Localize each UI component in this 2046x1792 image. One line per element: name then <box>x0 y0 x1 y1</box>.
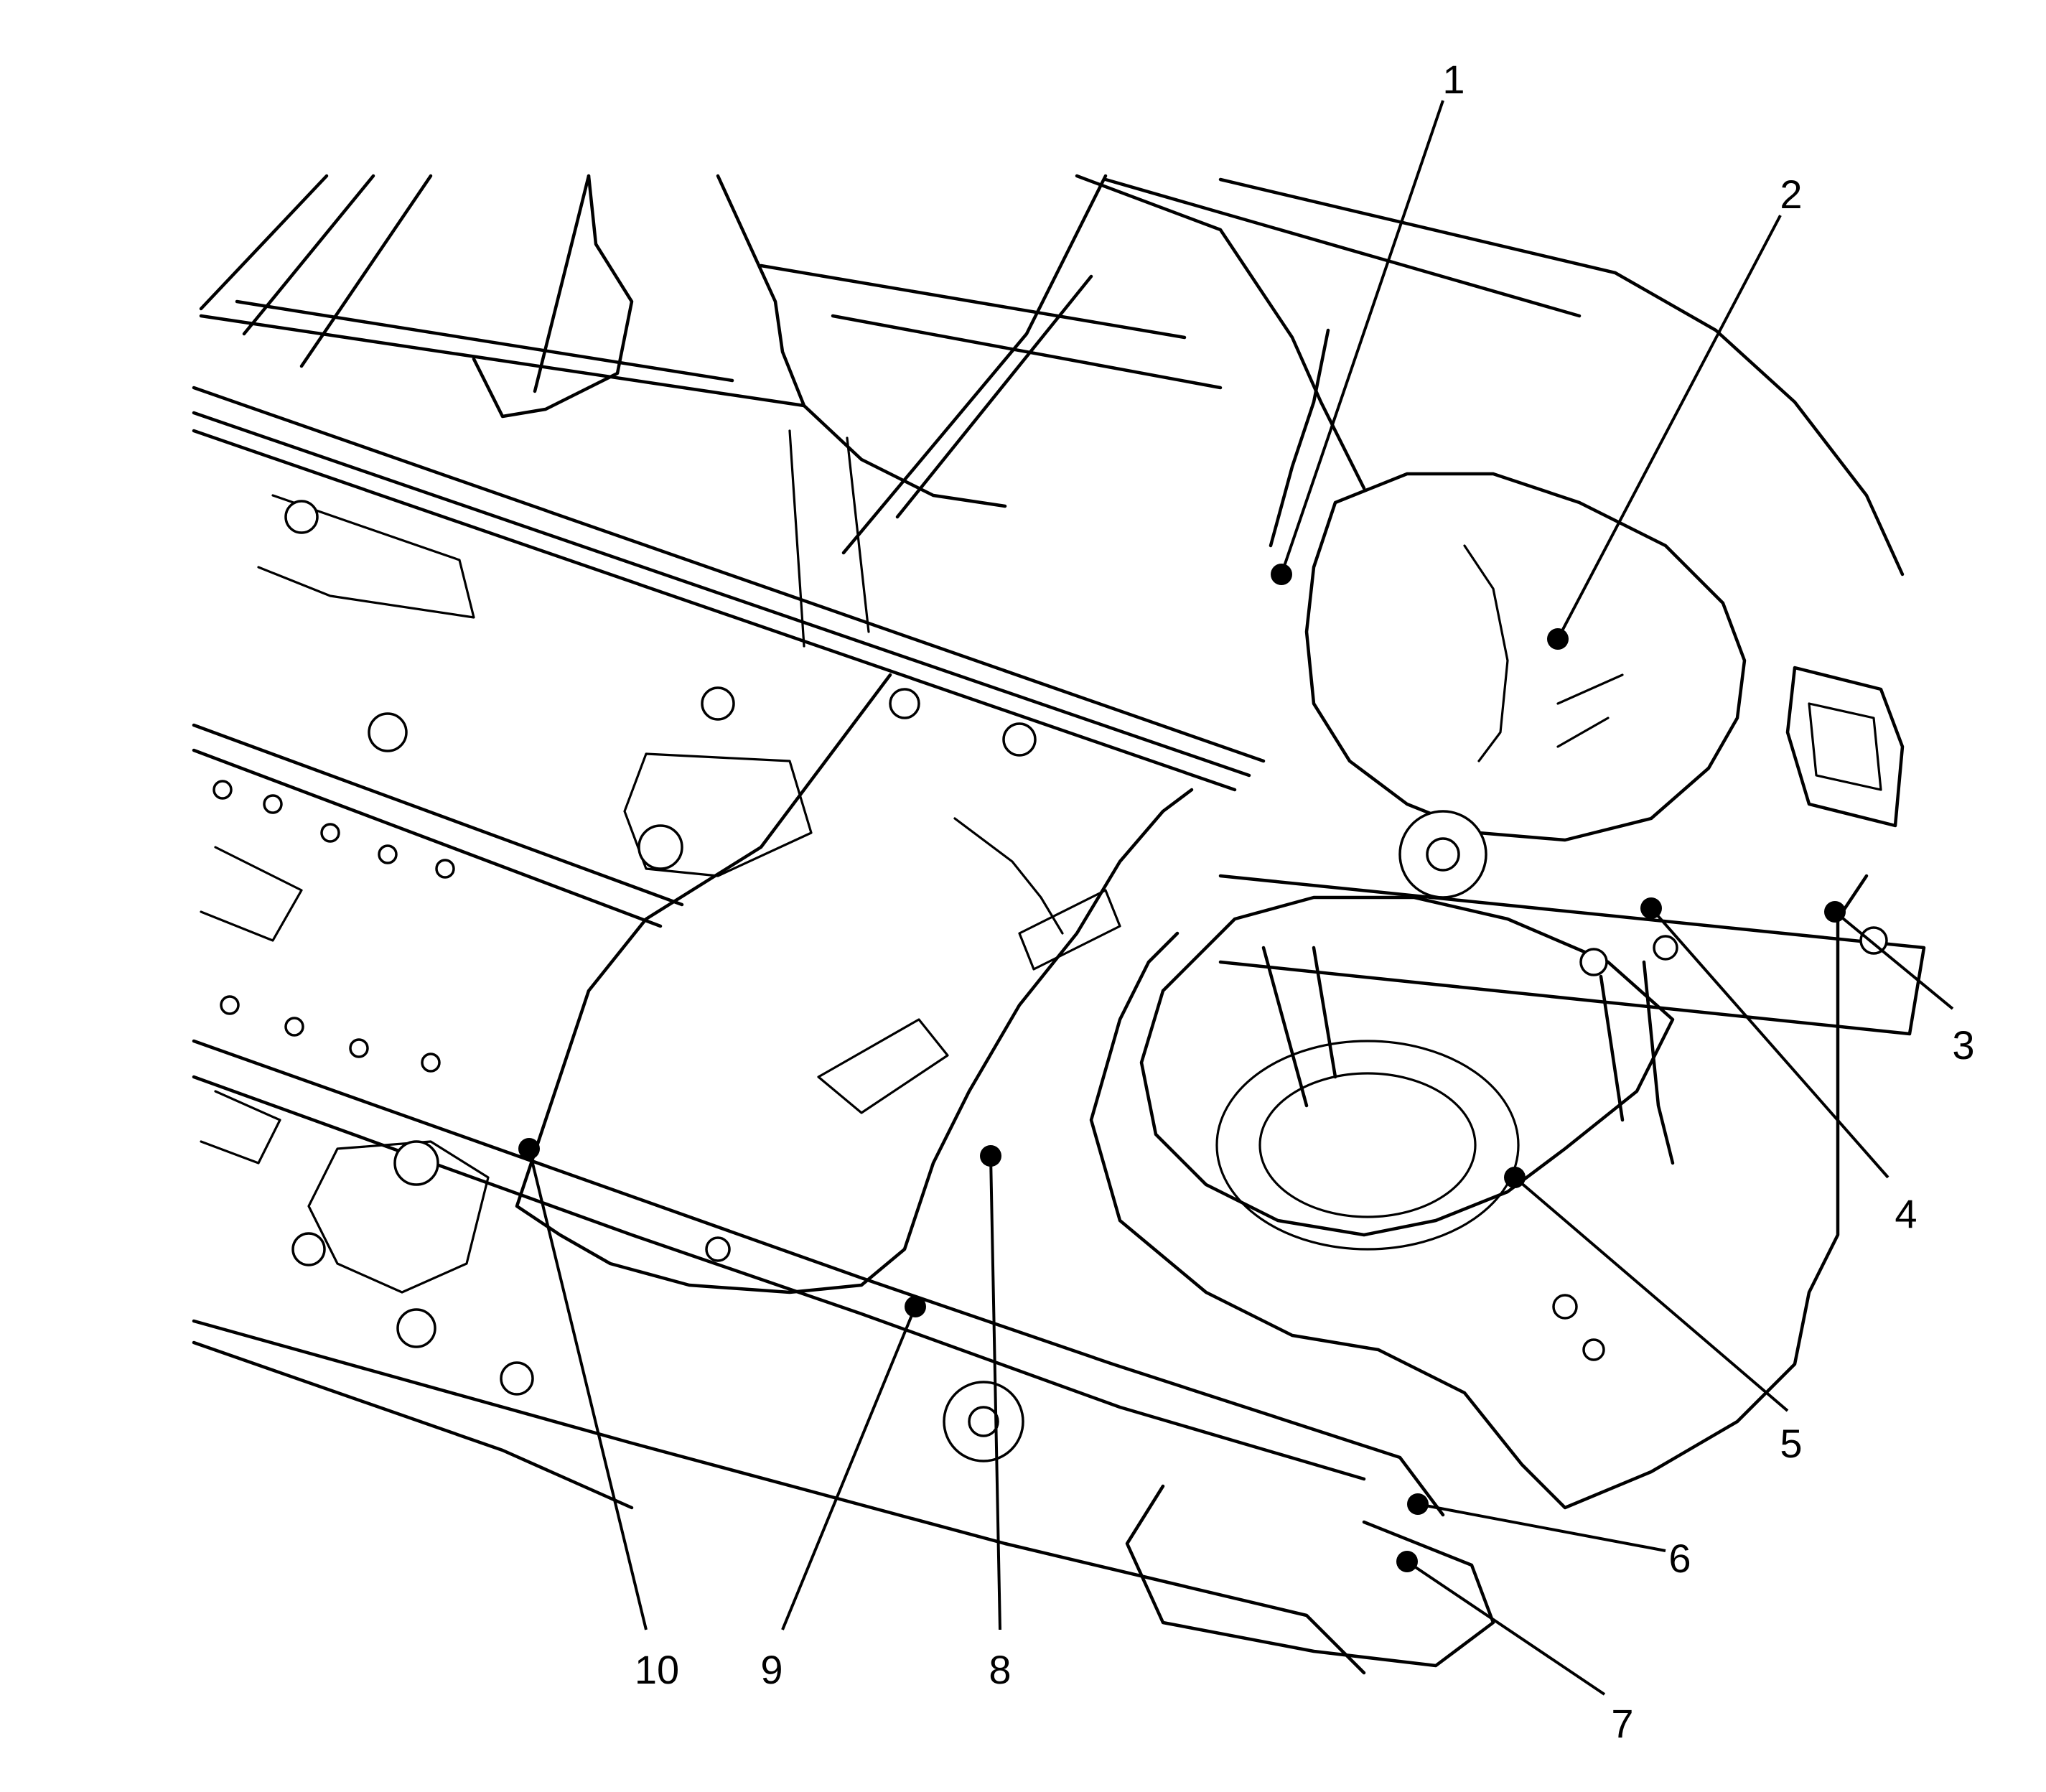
leader-line-1 <box>1280 100 1444 575</box>
leader-line-6 <box>1417 1503 1666 1552</box>
callout-label-10: 10 <box>635 1647 679 1692</box>
leader-line-8 <box>989 1155 1001 1630</box>
callout-dot-5 <box>1504 1167 1526 1188</box>
callout-dot-9 <box>905 1296 926 1317</box>
callout-label-1: 1 <box>1442 57 1465 102</box>
callout-dots <box>518 564 1846 1572</box>
callout-label-3: 3 <box>1952 1022 1974 1068</box>
leader-line-2 <box>1556 215 1782 640</box>
leader-line-3 <box>1834 910 1954 1010</box>
callout-label-7: 7 <box>1611 1701 1633 1746</box>
leader-line-10 <box>528 1148 648 1630</box>
leader-line-4 <box>1650 907 1889 1179</box>
leader-line-7 <box>1406 1560 1606 1696</box>
callout-dot-8 <box>980 1145 1001 1167</box>
callout-dot-10 <box>518 1138 540 1159</box>
callout-label-6: 6 <box>1668 1536 1691 1581</box>
leader-line-5 <box>1513 1176 1789 1412</box>
callout-label-2: 2 <box>1780 172 1802 217</box>
leader-line-9 <box>781 1306 917 1630</box>
body-structure-drawing <box>192 174 1926 1675</box>
callout-dot-1 <box>1271 564 1292 585</box>
callout-dot-2 <box>1547 628 1569 650</box>
callout-label-9: 9 <box>760 1647 783 1692</box>
callout-label-4: 4 <box>1895 1191 1917 1236</box>
callout-label-5: 5 <box>1780 1421 1802 1466</box>
leader-lines <box>528 100 1954 1696</box>
callout-dot-4 <box>1640 897 1662 919</box>
callout-labels: 1 2 3 4 5 6 7 8 9 10 <box>635 57 1975 1746</box>
callout-dot-6 <box>1407 1493 1429 1515</box>
callout-label-8: 8 <box>989 1647 1011 1692</box>
callout-dot-3 <box>1824 901 1846 923</box>
callout-dot-7 <box>1396 1551 1418 1572</box>
